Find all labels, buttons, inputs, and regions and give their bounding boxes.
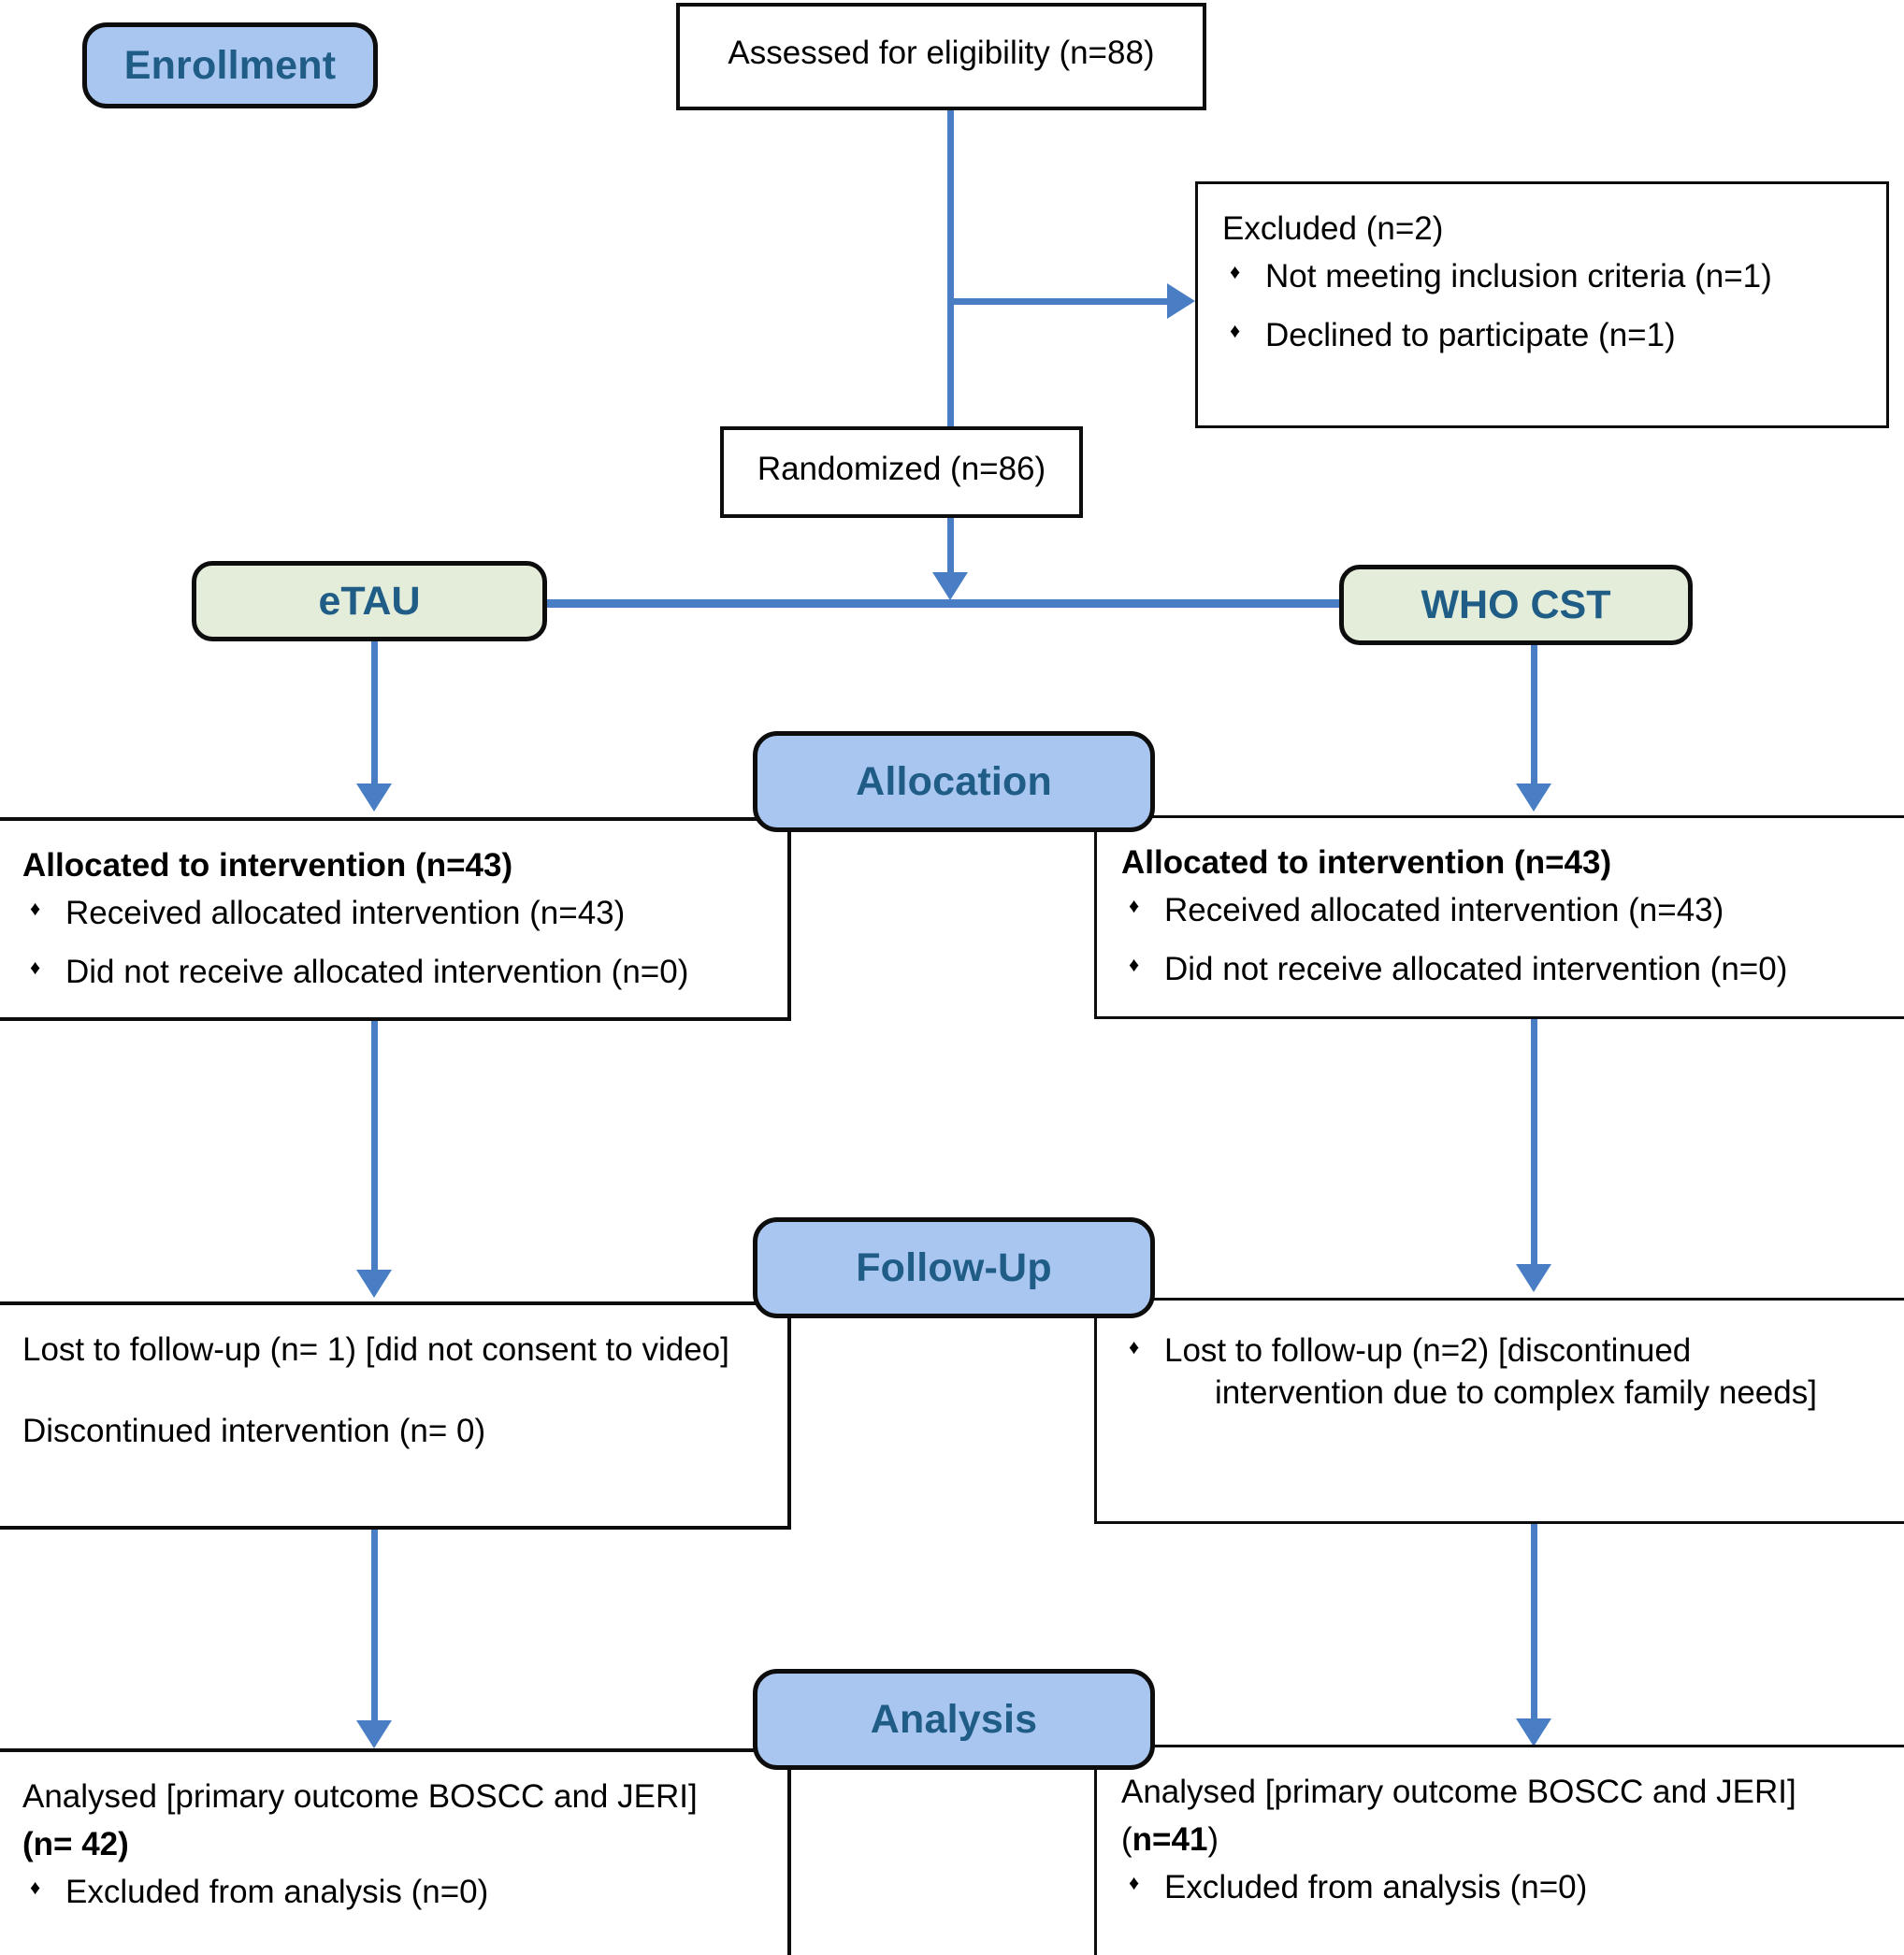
stage-banner-enrollment: Enrollment — [82, 22, 378, 108]
arrow-right-icon-excluded — [1167, 283, 1195, 319]
randomized-text: Randomized (n=86) — [757, 450, 1046, 487]
list-item: ♦ Excluded from analysis (n=0) — [22, 1872, 763, 1914]
bullet-icon: ♦ — [30, 1876, 41, 1900]
arrow-down-icon-etau-allocation — [356, 783, 392, 812]
arrow-down-icon-randomized — [932, 572, 968, 600]
stage-banner-analysis-label: Analysis — [870, 1696, 1038, 1742]
list-item: ♦ Did not receive allocated intervention … — [22, 952, 763, 994]
connector-followup-to-analysis-right — [1531, 1524, 1537, 1726]
followup-left-line-1: Discontinued intervention (n= 0) — [22, 1412, 486, 1449]
connector-followup-to-analysis-left — [371, 1530, 378, 1728]
stage-banner-analysis: Analysis — [753, 1669, 1155, 1770]
allocation-right-heading: Allocated to intervention (n=43) — [1121, 844, 1612, 881]
box-allocation-right: Allocated to intervention (n=43) ♦ Receiv… — [1094, 815, 1904, 1019]
excluded-item-0: Not meeting inclusion criteria (n=1) — [1265, 257, 1772, 295]
arrow-down-icon-analysis-left — [356, 1720, 392, 1748]
list-item: ♦ Not meeting inclusion criteria (n=1) — [1222, 256, 1862, 298]
followup-left-line-0: Lost to follow-up (n= 1) [did not consen… — [22, 1331, 729, 1368]
allocation-left-item-0: Received allocated intervention (n=43) — [65, 894, 626, 931]
arrow-down-icon-followup-right — [1516, 1264, 1551, 1292]
box-followup-left: Lost to follow-up (n= 1) [did not consen… — [0, 1301, 791, 1530]
list-item: ♦ Did not receive allocated intervention … — [1121, 949, 1890, 991]
arrow-down-icon-followup-left — [356, 1270, 392, 1298]
allocation-right-item-1: Did not receive allocated intervention (… — [1164, 950, 1788, 987]
connector-allocation-to-followup-right — [1531, 1019, 1537, 1270]
allocation-left-heading: Allocated to intervention (n=43) — [22, 847, 513, 884]
allocation-right-item-0: Received allocated intervention (n=43) — [1164, 891, 1724, 928]
followup-right-line-1: Lost to follow-up (n=2) [discontinued — [1164, 1332, 1692, 1369]
assessed-for-eligibility-text: Assessed for eligibility (n=88) — [728, 35, 1155, 72]
stage-banner-followup-label: Follow-Up — [856, 1244, 1052, 1290]
bullet-icon: ♦ — [1129, 894, 1140, 918]
box-randomized: Randomized (n=86) — [720, 426, 1083, 518]
bullet-icon: ♦ — [1230, 260, 1241, 284]
list-item: ♦ Excluded from analysis (n=0) — [1121, 1867, 1890, 1909]
bullet-icon: ♦ — [1129, 953, 1140, 977]
analysis-right-paren-close: ) — [1207, 1820, 1219, 1858]
list-item: ♦ Lost to follow-up (n=2) [discontinued … — [1121, 1330, 1890, 1415]
list-item: ♦ Received allocated intervention (n=43) — [1121, 890, 1890, 932]
analysis-left-n: (n= 42) — [22, 1825, 129, 1862]
analysis-right-n-line: (n=41) — [1121, 1819, 1890, 1862]
bullet-icon: ♦ — [1129, 1871, 1140, 1895]
box-followup-right: ♦ Lost to follow-up (n=2) [discontinued … — [1094, 1298, 1904, 1524]
stage-banner-followup: Follow-Up — [753, 1217, 1155, 1318]
allocation-left-item-1: Did not receive allocated intervention (… — [65, 953, 689, 990]
followup-right-line-2: intervention due to complex family needs… — [1215, 1373, 1817, 1411]
analysis-left-list: ♦ Excluded from analysis (n=0) — [22, 1872, 763, 1914]
allocation-right-list: ♦Received allocated intervention (n=43) … — [1121, 890, 1890, 991]
box-analysis-right: Analysed [primary outcome BOSCC and JERI… — [1094, 1745, 1904, 1955]
arm-banner-etau: eTAU — [192, 561, 547, 641]
arm-banner-etau-label: eTAU — [318, 578, 421, 624]
allocation-left-list: ♦Received allocated intervention (n=43) … — [22, 893, 763, 994]
arrow-down-icon-analysis-right — [1516, 1718, 1551, 1747]
box-assessed-for-eligibility: Assessed for eligibility (n=88) — [676, 3, 1206, 110]
bullet-icon: ♦ — [30, 956, 41, 980]
box-analysis-left: Analysed [primary outcome BOSCC and JERI… — [0, 1748, 791, 1955]
list-item: ♦ Received allocated intervention (n=43) — [22, 893, 763, 935]
connector-assessed-to-randomized — [947, 110, 954, 426]
connector-randomized-down — [947, 518, 954, 595]
bullet-icon: ♦ — [30, 897, 41, 921]
analysis-left-line1: Analysed [primary outcome BOSCC and JERI… — [22, 1778, 698, 1815]
list-item: ♦ Declined to participate (n=1) — [1222, 315, 1862, 357]
stage-banner-allocation-label: Allocation — [856, 758, 1052, 804]
stage-banner-enrollment-label: Enrollment — [123, 42, 337, 88]
excluded-heading: Excluded (n=2) — [1222, 210, 1444, 247]
connector-to-excluded — [947, 298, 1170, 305]
bullet-icon: ♦ — [1129, 1334, 1140, 1358]
excluded-item-1: Declined to participate (n=1) — [1265, 316, 1676, 353]
box-allocation-left: Allocated to intervention (n=43) ♦ Receiv… — [0, 817, 791, 1021]
stage-banner-allocation: Allocation — [753, 731, 1155, 832]
arm-banner-who-cst-label: WHO CST — [1421, 582, 1611, 627]
connector-etau-to-allocation — [371, 641, 378, 793]
analysis-right-n: n=41 — [1132, 1820, 1208, 1858]
analysis-right-paren-open: ( — [1121, 1820, 1132, 1858]
bullet-icon: ♦ — [1230, 319, 1241, 343]
arm-banner-who-cst: WHO CST — [1339, 565, 1693, 645]
connector-whocst-to-allocation — [1531, 645, 1537, 793]
connector-arm-split — [542, 599, 1343, 608]
box-excluded: Excluded (n=2) ♦ Not meeting inclusion cr… — [1195, 181, 1889, 428]
followup-right-list: ♦ Lost to follow-up (n=2) [discontinued … — [1121, 1330, 1890, 1415]
arrow-down-icon-whocst-allocation — [1516, 783, 1551, 812]
analysis-left-item-0: Excluded from analysis (n=0) — [65, 1873, 489, 1910]
analysis-right-item-0: Excluded from analysis (n=0) — [1164, 1868, 1588, 1905]
excluded-list: ♦ Not meeting inclusion criteria (n=1) ♦ D… — [1222, 256, 1862, 357]
connector-allocation-to-followup-left — [371, 1021, 378, 1275]
analysis-right-list: ♦ Excluded from analysis (n=0) — [1121, 1867, 1890, 1909]
analysis-right-line1: Analysed [primary outcome BOSCC and JERI… — [1121, 1774, 1796, 1810]
